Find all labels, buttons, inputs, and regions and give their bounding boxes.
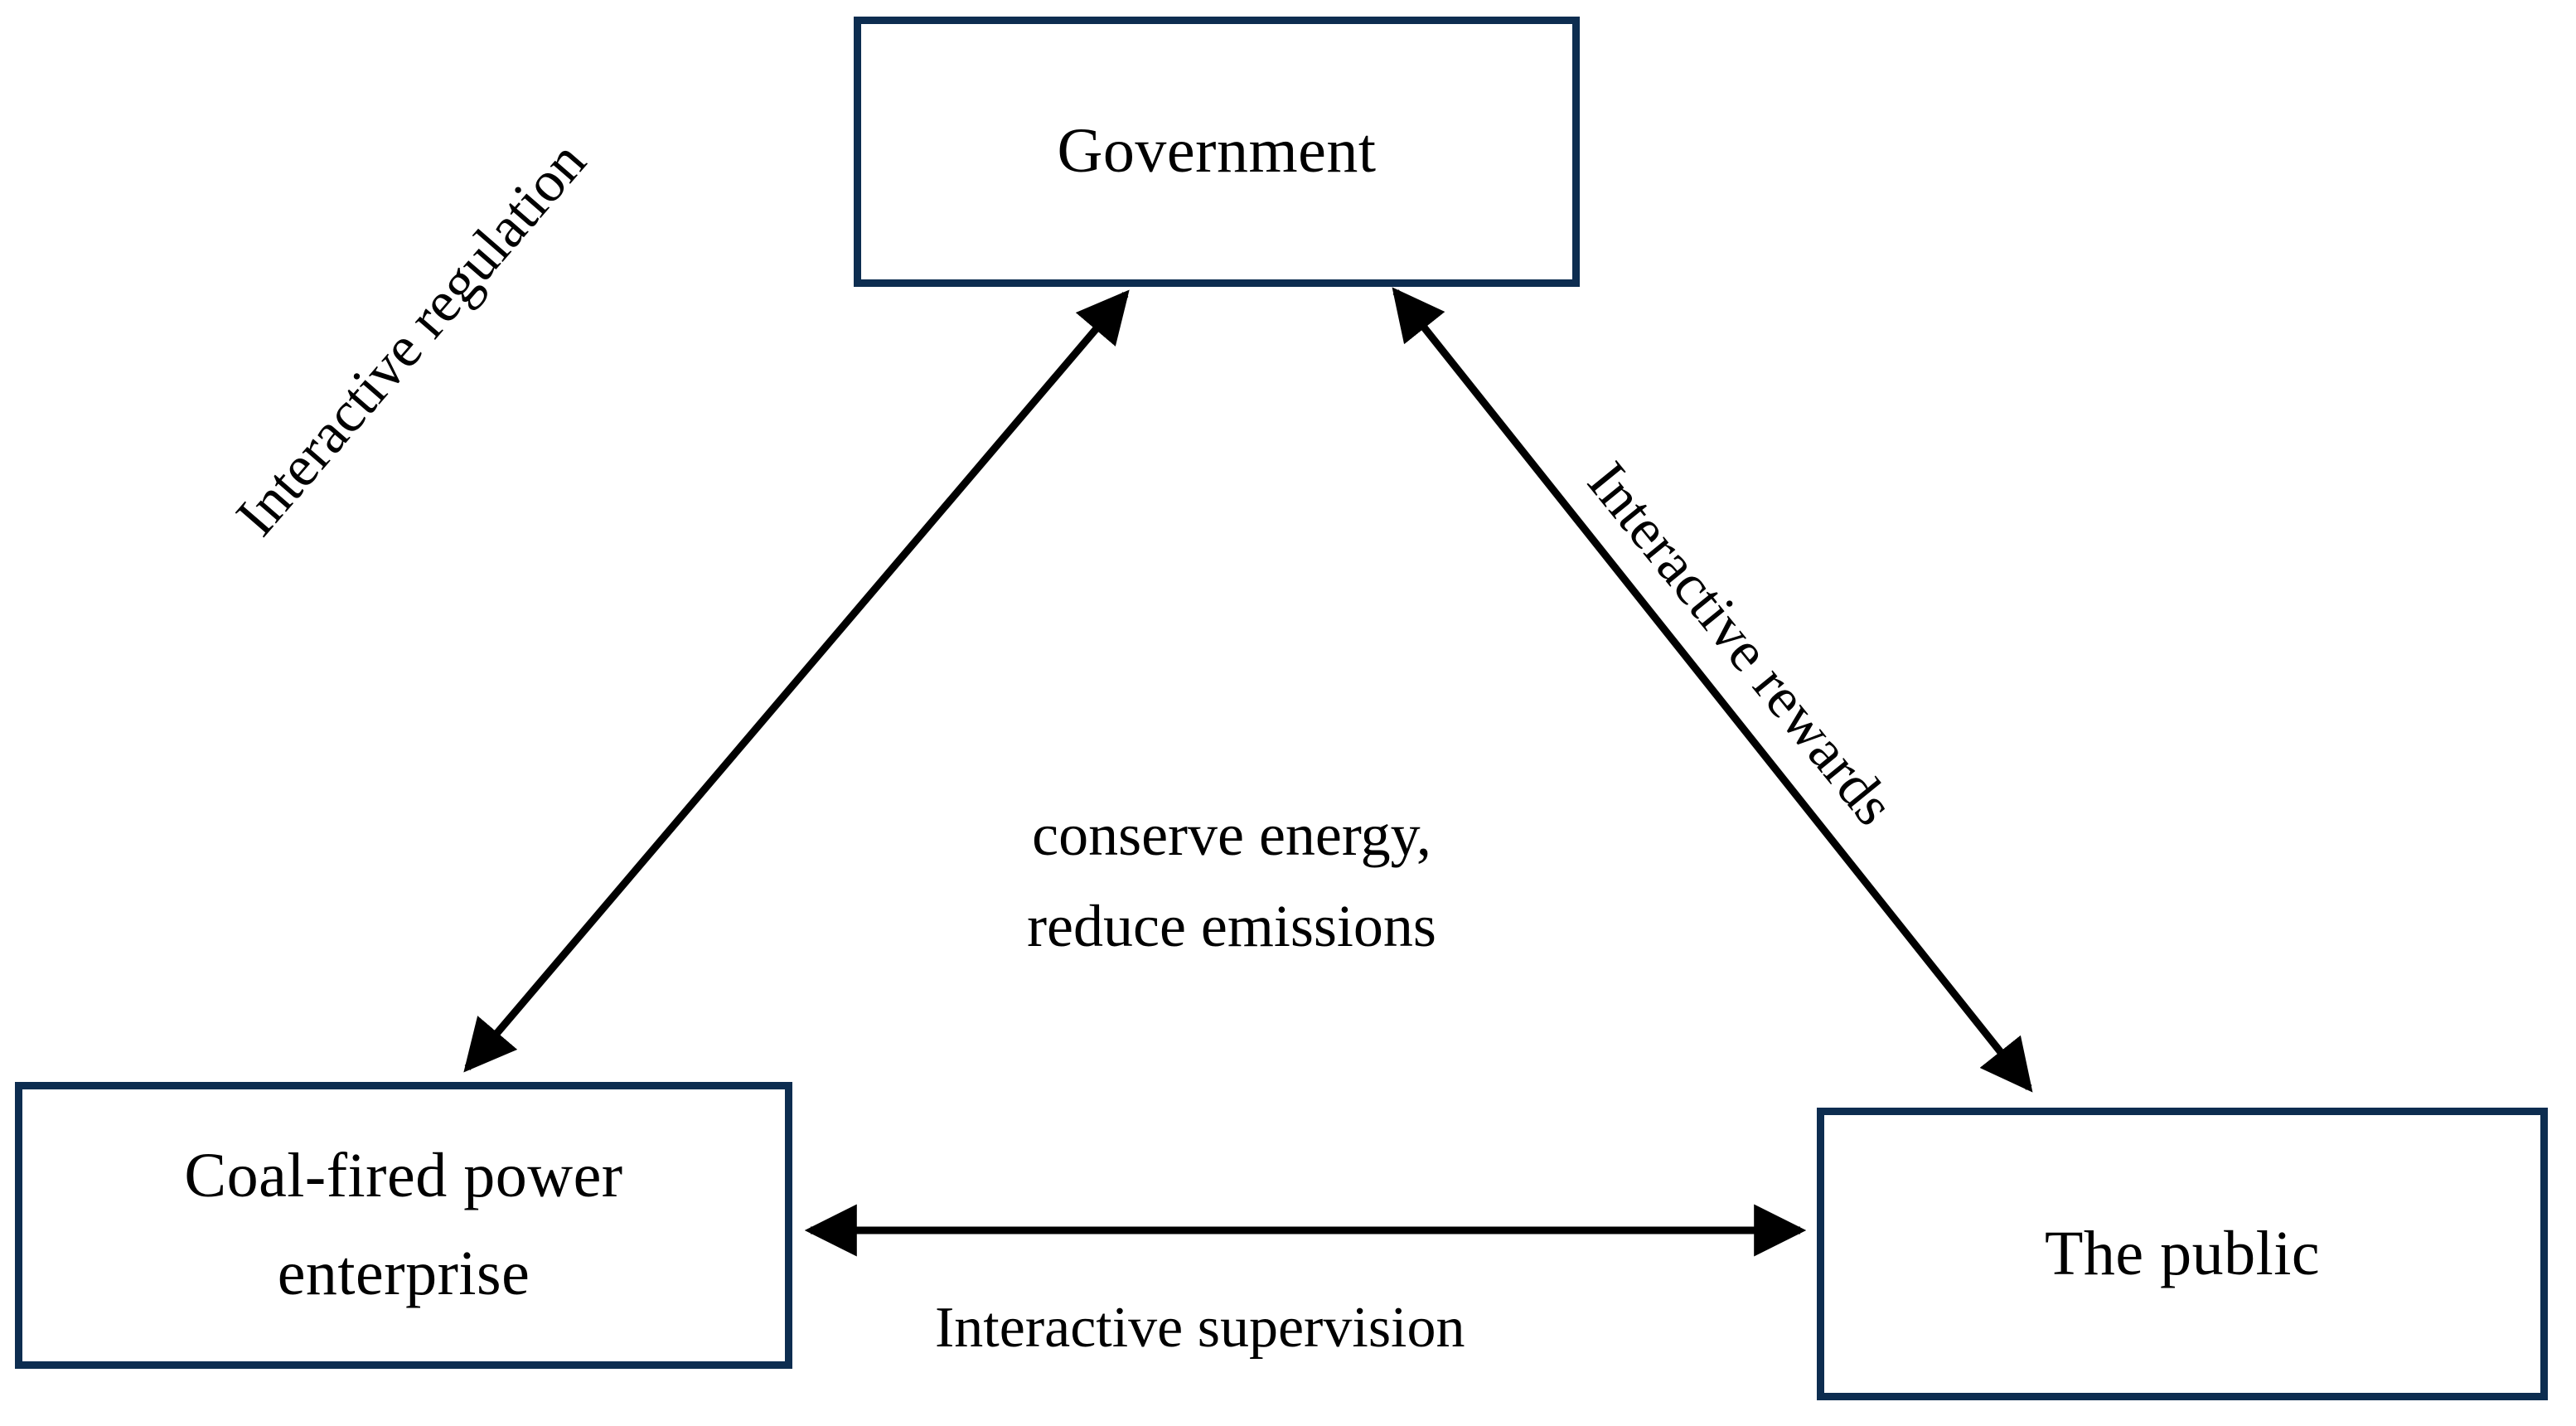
node-coal-fired-power-enterprise[interactable]: Coal-fired power enterprise bbox=[15, 1082, 792, 1369]
node-enterprise-label-line1: Coal-fired power bbox=[184, 1141, 623, 1211]
node-enterprise-label-line2: enterprise bbox=[277, 1239, 530, 1308]
center-note: conserve energy, reduce emissions bbox=[917, 789, 1547, 972]
arrow-interactive-regulation bbox=[463, 289, 1130, 1073]
edge-label-interactive-supervision: Interactive supervision bbox=[935, 1296, 1465, 1360]
node-the-public[interactable]: The public bbox=[1817, 1108, 2548, 1400]
node-government[interactable]: Government bbox=[854, 17, 1580, 287]
center-note-line1: conserve energy, bbox=[1032, 802, 1431, 868]
node-public-label: The public bbox=[2044, 1218, 2321, 1288]
center-note-line2: reduce emissions bbox=[1027, 893, 1436, 960]
node-government-label: Government bbox=[1057, 116, 1377, 187]
arrow-interactive-rewards bbox=[1392, 287, 2033, 1093]
node-enterprise-label: Coal-fired power enterprise bbox=[184, 1128, 622, 1323]
